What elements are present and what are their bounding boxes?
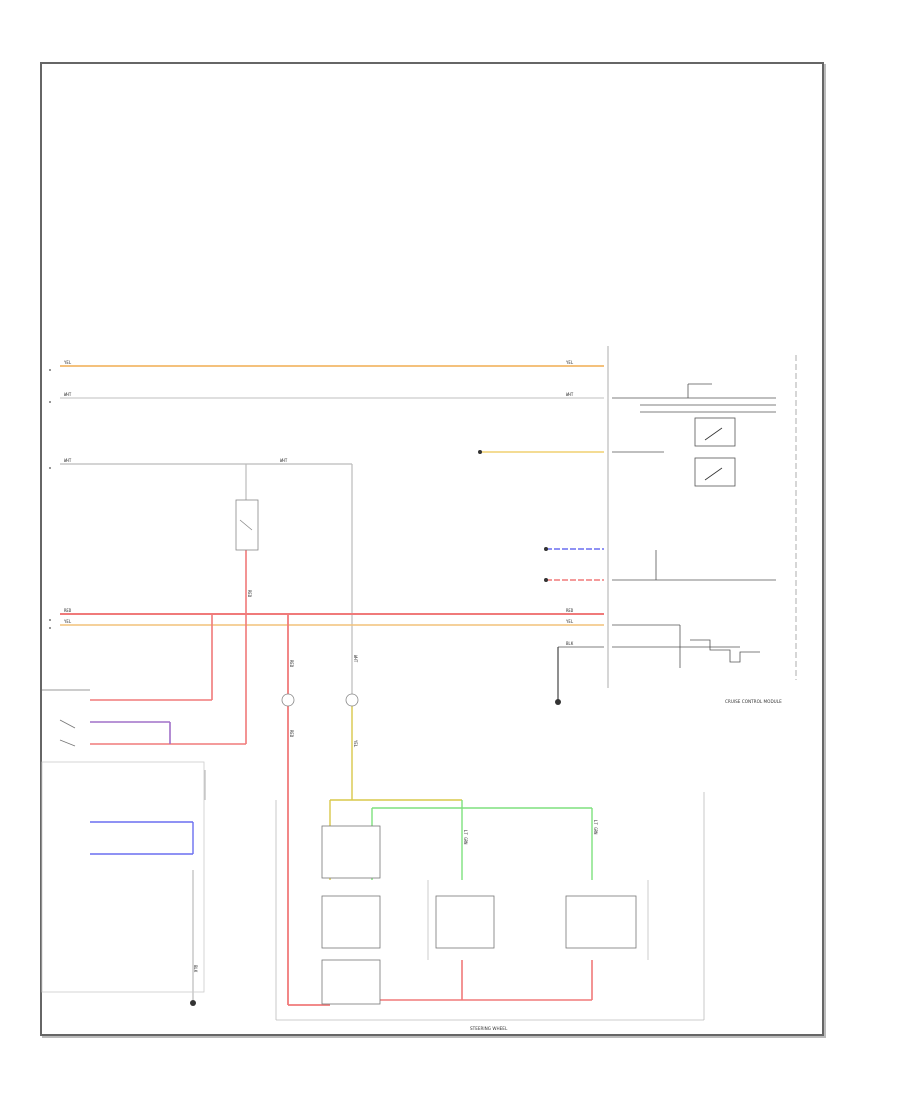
vlabel-7: LT GRN [593, 820, 598, 835]
switch-symbol [235, 499, 259, 551]
wire-label-2: WHT [64, 392, 72, 397]
wire-label-4: RED [64, 608, 72, 613]
vlabel-2: RED [289, 660, 294, 668]
steering-wheel-label: STEERING WHEEL [470, 1026, 508, 1031]
vlabel-3: RED [289, 730, 294, 738]
wire-label-7: WHT [566, 392, 574, 397]
vlabel-5: YEL [353, 740, 358, 748]
vlabel-6: LT GRN [463, 830, 468, 845]
steering-connectors [321, 825, 637, 1005]
wire-label-8: RED [566, 608, 574, 613]
vertical-wire-labels: RED RED RED WHT YEL LT GRN LT GRN BLK [193, 590, 598, 973]
wire-label-10: BLK [566, 641, 574, 646]
diagram-frame [40, 62, 824, 1036]
wire-label-11: WHT [280, 458, 288, 463]
vlabel-8: BLK [193, 965, 198, 973]
top-wire-bus [60, 365, 604, 700]
ground-symbols [190, 450, 561, 1006]
vlabel-1: RED [247, 590, 252, 598]
wire-label-6: YEL [566, 360, 574, 365]
middle-wires [90, 464, 593, 1006]
steering-wheel-box [275, 792, 705, 1021]
wire-label-1: YEL [64, 360, 72, 365]
wire-label-9: YEL [566, 619, 574, 624]
vlabel-4: WHT [353, 655, 358, 663]
indicator-lamps [281, 693, 359, 707]
connector-dividers [427, 880, 649, 960]
cruise-control-module-block [607, 346, 797, 688]
left-switch-group [41, 689, 205, 993]
left-terminals [49, 369, 51, 629]
wire-labels: YEL WHT WHT RED YEL YEL WHT RED YEL BLK … [64, 360, 574, 646]
cruise-control-module-label: CRUISE CONTROL MODULE [725, 699, 782, 704]
wire-label-5: YEL [64, 619, 72, 624]
wire-label-3: WHT [64, 458, 72, 463]
